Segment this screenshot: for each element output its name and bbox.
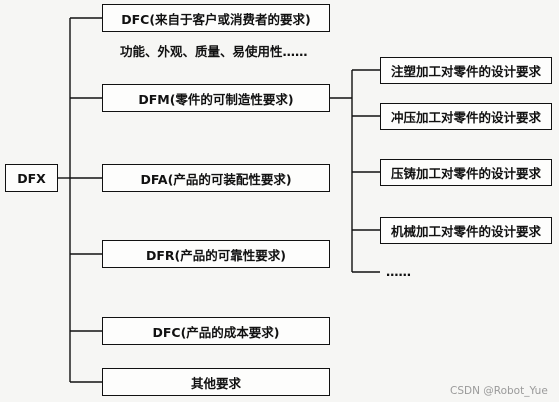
branch-dfa: DFA(产品的可装配性要求) [102, 164, 330, 192]
dfm-child-machining: 机械加工对零件的设计要求 [380, 217, 552, 244]
dfm-more-ellipsis: …… [386, 264, 411, 279]
dfm-child-injection: 注塑加工对零件的设计要求 [380, 57, 552, 84]
dfm-child-label: 注塑加工对零件的设计要求 [390, 64, 541, 79]
branch-label: DFC(产品的成本要求) [152, 324, 280, 340]
branch-dfr: DFR(产品的可靠性要求) [102, 240, 330, 268]
branch-other: 其他要求 [102, 368, 330, 396]
branch-dfm: DFM(零件的可制造性要求) [102, 84, 330, 112]
branch-dfc-cost: DFC(产品的成本要求) [102, 317, 330, 345]
dfm-child-label: 冲压加工对零件的设计要求 [390, 110, 541, 125]
root-node-dfx: DFX [5, 164, 58, 192]
branch-label: DFC(来自于客户或消费者的要求) [121, 11, 311, 27]
branch-label: DFA(产品的可装配性要求) [140, 171, 292, 187]
branch-label: 其他要求 [190, 375, 241, 391]
dfm-child-label: 压铸加工对零件的设计要求 [390, 166, 541, 181]
dfm-child-stamping: 冲压加工对零件的设计要求 [380, 103, 552, 130]
dfm-child-diecasting: 压铸加工对零件的设计要求 [380, 159, 552, 186]
dfm-child-label: 机械加工对零件的设计要求 [390, 224, 541, 239]
dfc-note: 功能、外观、质量、易使用性…… [120, 44, 308, 59]
watermark: CSDN @Robot_Yue [450, 385, 548, 397]
branch-label: DFM(零件的可制造性要求) [138, 91, 294, 107]
root-node-label: DFX [17, 170, 46, 186]
branch-label: DFR(产品的可靠性要求) [146, 247, 286, 263]
branch-dfc-customer: DFC(来自于客户或消费者的要求) [102, 4, 330, 32]
